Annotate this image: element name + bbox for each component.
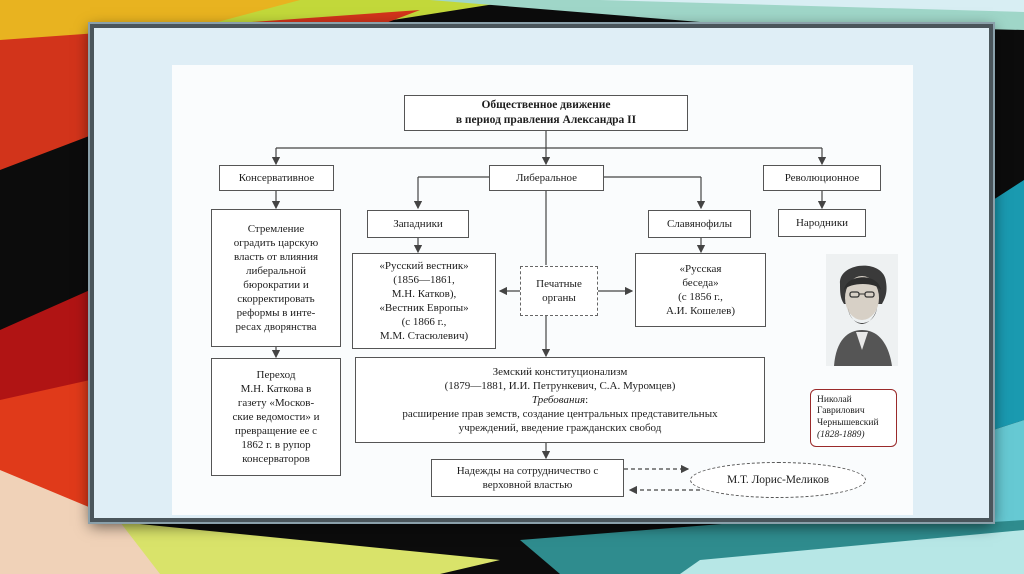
conservative-transition-box: Переход М.Н. Каткова в газету «Москов- с…	[211, 358, 341, 476]
loris-melikov-oval: М.Т. Лорис-Меликов	[690, 462, 866, 498]
conservative-aim-box: Стремление оградить царскую власть от вл…	[211, 209, 341, 347]
hopes-box: Надежды на сотрудничество с верховной вл…	[431, 459, 624, 497]
caption-years: (1828-1889)	[817, 429, 865, 440]
westerners-box: Западники	[367, 210, 469, 238]
westerners-details-box: «Русский вестник» (1856—1861, М.Н. Катко…	[352, 253, 496, 349]
zemstvo-requirements-label: Требования	[531, 393, 586, 406]
conservative-box: Консервативное	[219, 165, 334, 191]
zemstvo-requirements-heading: Требования:	[532, 393, 588, 407]
liberal-box: Либеральное	[489, 165, 604, 191]
caption-name: Николай Гаврилович Чернышевский	[817, 394, 879, 428]
slavophiles-box: Славянофилы	[648, 210, 751, 238]
zemstvo-title: Земский конституционализм	[492, 365, 628, 378]
chernyshevsky-portrait	[826, 254, 898, 366]
revolutionary-box: Революционное	[763, 165, 881, 191]
slavophiles-details-box: «Русская беседа» (с 1856 г., А.И. Кошеле…	[635, 253, 766, 327]
diagram-title: Общественное движение в период правления…	[404, 95, 688, 131]
zemstvo-requirements-colon: :	[585, 393, 589, 406]
zemstvo-years: (1879—1881, И.И. Петрункевич, С.А. Муром…	[444, 379, 676, 392]
portrait-caption: Николай Гаврилович Чернышевский (1828-18…	[810, 389, 897, 447]
zemstvo-box: Земский конституционализм (1879—1881, И.…	[355, 357, 765, 443]
narodniki-box: Народники	[778, 209, 866, 237]
press-organs-box: Печатные органы	[520, 266, 598, 316]
zemstvo-requirements: расширение прав земств, создание централ…	[402, 408, 718, 435]
